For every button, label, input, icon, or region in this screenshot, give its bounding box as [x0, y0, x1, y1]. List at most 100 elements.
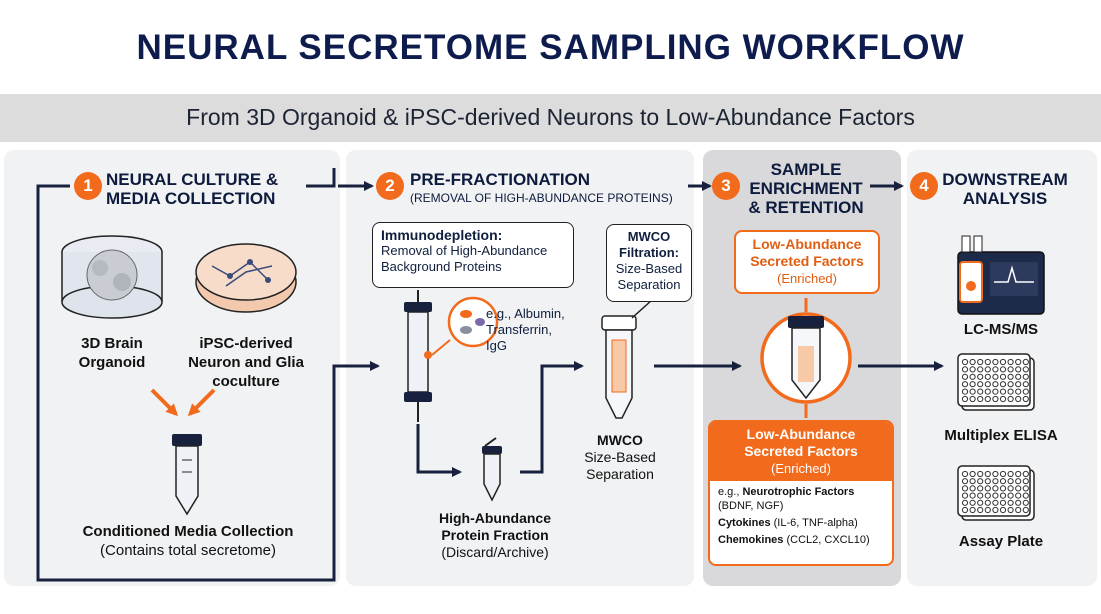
elisa-well	[1007, 381, 1014, 388]
media-collection-note: (Contains total secretome)	[100, 542, 276, 559]
elisa-well	[969, 373, 976, 380]
step-number-3: 3	[712, 172, 740, 200]
assay-well	[984, 492, 991, 499]
assay-well	[1007, 485, 1014, 492]
elisa-well	[984, 388, 991, 395]
step-2-title-line2: (REMOVAL OF HIGH-ABUNDANCE PROTEINS)	[410, 191, 673, 205]
mwco-label-line2: Size-Based	[584, 449, 656, 465]
elisa-well	[999, 388, 1007, 395]
elisa-well	[969, 395, 976, 403]
elisa-well	[977, 366, 984, 373]
enriched-detail-line2: Secreted Factors	[744, 443, 858, 459]
assay-well	[984, 485, 991, 492]
flow-arrow-to-mwco	[520, 361, 584, 474]
lcms-instrument-icon	[957, 235, 1045, 315]
assay-well	[992, 492, 999, 499]
elisa-well	[961, 395, 969, 403]
assay-well	[999, 499, 1007, 506]
step-4-title: DOWNSTREAM ANALYSIS	[940, 170, 1070, 208]
step-2-title: PRE-FRACTIONATION (REMOVAL OF HIGH-ABUND…	[410, 170, 673, 208]
assay-well	[1022, 506, 1029, 514]
step-2-title-line1: PRE-FRACTIONATION	[410, 170, 591, 189]
mwco-box-title-line1: MWCO	[627, 229, 671, 244]
enriched-examples: e.g., Neurotrophic Factors (BDNF, NGF) C…	[710, 481, 892, 551]
page-title: NEURAL SECRETOME SAMPLING WORKFLOW	[136, 28, 965, 67]
elisa-well	[1007, 388, 1014, 395]
assay-well	[977, 485, 984, 492]
elisa-well	[1022, 395, 1029, 403]
assay-well	[1015, 492, 1022, 499]
elisa-well	[1007, 395, 1014, 403]
organoid-label-line1: 3D Brain	[81, 335, 143, 352]
step-4-title-line1: DOWNSTREAM	[942, 170, 1068, 189]
media-tube-icon	[172, 434, 202, 516]
panel-step-1	[4, 150, 340, 586]
assay-well	[1015, 506, 1022, 514]
assay-well	[1007, 499, 1014, 506]
neurotrophic-factors-label: Neurotrophic Factors	[742, 486, 855, 498]
elisa-well	[961, 366, 969, 373]
elisa-well	[977, 381, 984, 388]
organoid-label-line2: Organoid	[78, 354, 146, 371]
assay-well	[984, 470, 991, 478]
assay-well	[992, 485, 999, 492]
assay-well	[977, 506, 984, 514]
elisa-well	[977, 373, 984, 380]
assay-well	[1022, 470, 1029, 478]
elisa-well	[999, 366, 1007, 373]
assay-plate-label: Assay Plate	[958, 533, 1044, 550]
assay-well	[999, 492, 1007, 499]
elisa-well	[961, 358, 969, 366]
elisa-well	[1022, 366, 1029, 373]
elisa-well	[961, 373, 969, 380]
elisa-well	[1007, 373, 1014, 380]
ipsc-label-line1: iPSC-derived	[199, 335, 293, 352]
mwco-filtration-box: MWCO Filtration: Size-Based Separation	[606, 224, 692, 302]
elisa-well	[969, 358, 976, 366]
assay-well	[961, 499, 969, 506]
elisa-well	[977, 358, 984, 366]
neurotrophic-factors-examples: (BDNF, NGF)	[718, 500, 784, 512]
elisa-well	[984, 366, 991, 373]
elisa-well	[992, 395, 999, 403]
fraction-label-line1: High-Abundance	[439, 510, 551, 526]
high-abundance-fraction-label: High-Abundance Protein Fraction (Discard…	[420, 510, 570, 561]
step-1-title-line2: MEDIA COLLECTION	[106, 189, 276, 208]
chemokines-label: Chemokines	[718, 534, 784, 546]
elisa-well	[1022, 381, 1029, 388]
cytokines-label: Cytokines	[718, 517, 771, 529]
elisa-well	[992, 388, 999, 395]
media-collection-label: Conditioned Media Collection (Contains t…	[60, 522, 316, 560]
elisa-well	[984, 373, 991, 380]
step-number-1: 1	[74, 172, 102, 200]
enriched-tube-icon	[760, 298, 852, 418]
elisa-well	[999, 358, 1007, 366]
step-4-title-line2: ANALYSIS	[962, 189, 1048, 208]
example-prefix: e.g.,	[718, 486, 743, 498]
assay-well	[1015, 478, 1022, 485]
assay-well	[992, 478, 999, 485]
elisa-well	[969, 366, 976, 373]
discard-tube-icon	[482, 437, 502, 502]
assay-well	[1022, 478, 1029, 485]
elisa-well	[1022, 358, 1029, 366]
immunodepletion-box: Immunodepletion: Removal of High-Abundan…	[372, 222, 574, 288]
assay-well	[1015, 485, 1022, 492]
mwco-tube-icon	[601, 299, 653, 419]
flow-arrow-step1-top	[306, 168, 336, 188]
assay-well	[999, 485, 1007, 492]
step-number-4: 4	[910, 172, 938, 200]
organoid-dish-icon	[61, 235, 163, 319]
step-3-title-line2: ENRICHMENT	[749, 179, 863, 198]
elisa-well	[969, 381, 976, 388]
mwco-box-desc-line1: Size-Based	[615, 261, 683, 276]
assay-well	[961, 470, 969, 478]
elisa-well	[984, 358, 991, 366]
assay-well	[999, 478, 1007, 485]
immunodepletion-desc-line2: Background Proteins	[381, 259, 502, 274]
orange-arrow-left	[150, 388, 179, 417]
elisa-well	[977, 388, 984, 395]
depleted-example-line1: e.g., Albumin,	[486, 306, 565, 321]
mwco-label-line3: Separation	[586, 466, 654, 482]
